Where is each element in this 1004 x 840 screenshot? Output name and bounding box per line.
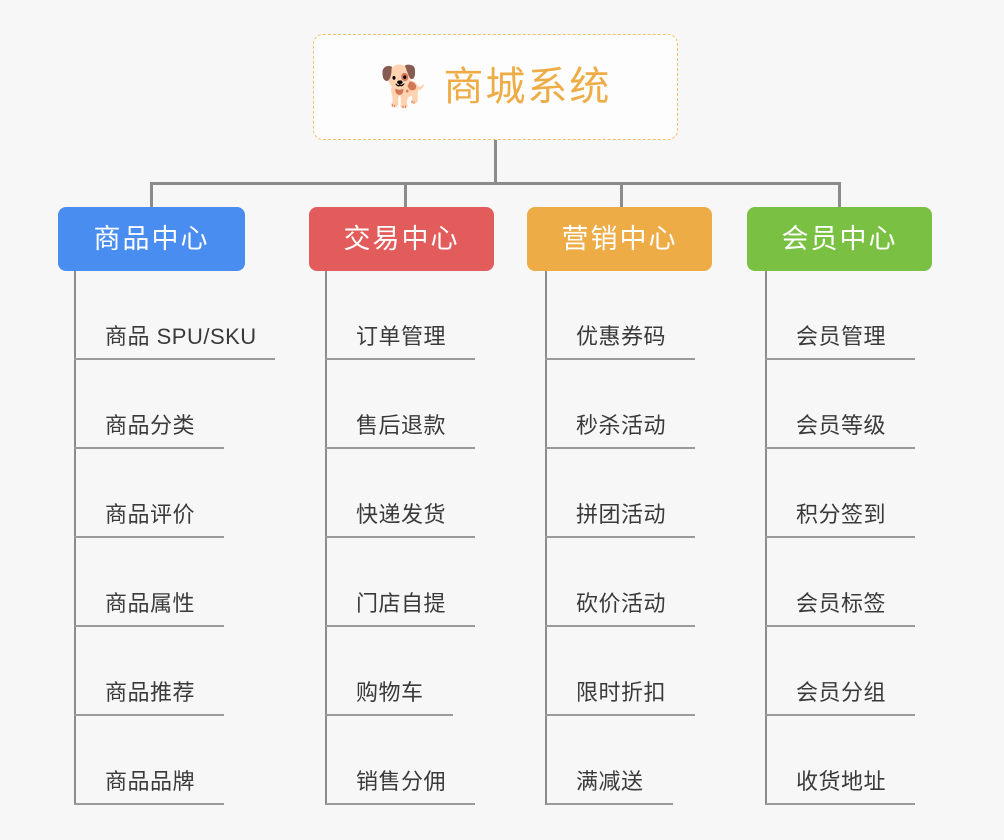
leaf-label: 限时折扣 [576,680,667,705]
leaf-underline [545,447,695,449]
leaf-label: 砍价活动 [576,591,667,616]
leaf-label: 收货地址 [796,769,887,794]
leaf-underline [765,358,915,360]
leaf-spine [74,271,76,805]
leaf-underline [765,803,915,805]
leaf-underline [765,625,915,627]
leaf-label: 商品 SPU/SKU [105,324,257,349]
leaf-underline [325,803,475,805]
leaf-underline [325,447,475,449]
category-label: 营销中心 [561,223,678,254]
leaf-underline [765,447,915,449]
category-box-1[interactable]: 商品中心 [58,207,245,271]
leaf-label: 优惠券码 [576,324,667,349]
connector-drop-2 [404,182,407,209]
leaf-label: 商品评价 [105,502,196,527]
leaf-label: 会员标签 [796,591,887,616]
leaf-label: 销售分佣 [356,769,447,794]
leaf-underline [74,447,224,449]
leaf-underline [545,358,695,360]
leaf-label: 商品推荐 [105,680,196,705]
root-title: 商城系统 [443,65,612,109]
category-box-3[interactable]: 营销中心 [527,207,712,271]
leaf-label: 会员管理 [796,324,887,349]
leaf-spine [325,271,327,805]
leaf-label: 快递发货 [356,502,447,527]
leaf-label: 门店自提 [356,591,447,616]
leaf-label: 购物车 [356,680,424,705]
leaf-underline [325,358,475,360]
leaf-underline [74,803,224,805]
leaf-underline [545,625,695,627]
leaf-underline [74,714,224,716]
connector-root-stem [494,140,497,184]
connector-horizontal-bus [150,182,840,185]
leaf-label: 商品品牌 [105,769,196,794]
leaf-spine [765,271,767,805]
leaf-underline [765,536,915,538]
connector-drop-4 [838,182,841,209]
leaf-spine [545,271,547,805]
leaf-underline [74,625,224,627]
leaf-label: 满减送 [576,769,644,794]
leaf-label: 商品属性 [105,591,196,616]
leaf-label: 会员分组 [796,680,887,705]
connector-drop-3 [620,182,623,209]
leaf-underline [765,714,915,716]
category-label: 交易中心 [343,223,460,254]
leaf-label: 订单管理 [356,324,447,349]
leaf-underline [325,536,475,538]
leaf-underline [545,536,695,538]
leaf-label: 拼团活动 [576,502,667,527]
category-label: 会员中心 [781,223,898,254]
category-box-2[interactable]: 交易中心 [309,207,494,271]
leaf-label: 会员等级 [796,413,887,438]
leaf-underline [545,714,695,716]
leaf-label: 商品分类 [105,413,196,438]
leaf-underline [74,358,275,360]
leaf-label: 秒杀活动 [576,413,667,438]
leaf-underline [325,625,475,627]
category-label: 商品中心 [93,223,210,254]
connector-drop-1 [150,182,153,209]
leaf-label: 售后退款 [356,413,447,438]
leaf-underline [545,803,673,805]
leaf-underline [325,714,453,716]
root-node[interactable]: 🐕 商城系统 [313,34,678,140]
shiba-dog-face-icon: 🐕 [379,65,430,109]
leaf-underline [74,536,224,538]
category-box-4[interactable]: 会员中心 [747,207,932,271]
leaf-label: 积分签到 [796,502,887,527]
